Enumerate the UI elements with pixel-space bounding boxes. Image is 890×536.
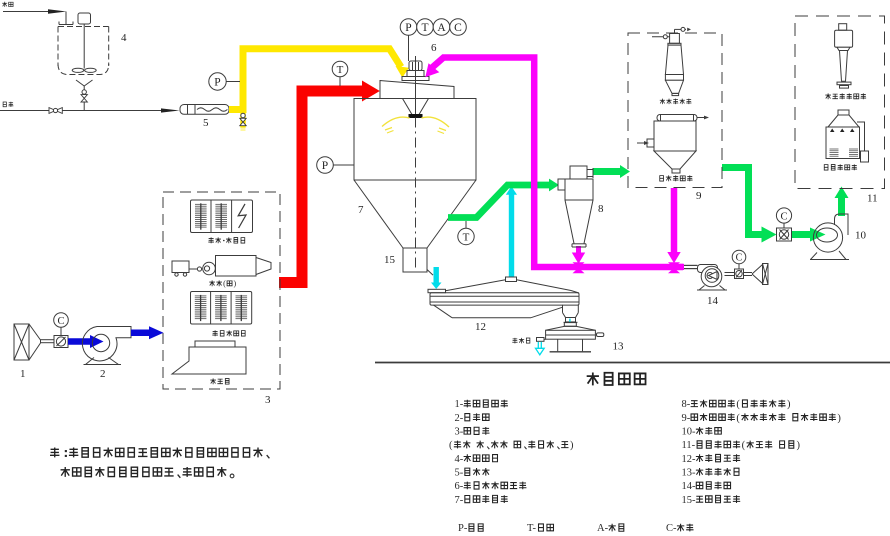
- svg-text:12: 12: [475, 321, 486, 333]
- svg-text:15-: 15-: [682, 495, 697, 506]
- svg-text:11: 11: [867, 193, 878, 205]
- svg-text:): ): [837, 413, 841, 424]
- svg-text:3: 3: [265, 394, 271, 406]
- svg-text:(: (: [736, 413, 740, 424]
- svg-text:11-: 11-: [682, 440, 696, 451]
- svg-text:12-: 12-: [682, 454, 697, 465]
- svg-text:C: C: [780, 211, 787, 222]
- svg-text:C: C: [57, 316, 64, 327]
- svg-text:3-: 3-: [455, 427, 464, 438]
- svg-text:P: P: [214, 77, 220, 89]
- svg-text:(: (: [742, 440, 746, 451]
- svg-text:14: 14: [707, 295, 719, 307]
- svg-text:T-: T-: [527, 523, 536, 534]
- svg-text:6: 6: [431, 42, 437, 54]
- svg-text:8-: 8-: [682, 399, 691, 410]
- svg-text:C: C: [454, 22, 462, 34]
- svg-text:): ): [796, 440, 800, 451]
- svg-text:13-: 13-: [682, 467, 697, 478]
- svg-text:13: 13: [613, 340, 625, 352]
- svg-text:A-: A-: [597, 523, 609, 534]
- svg-text:10: 10: [855, 230, 867, 242]
- svg-text:5: 5: [203, 117, 209, 129]
- svg-text:T: T: [463, 232, 470, 244]
- svg-text:9-: 9-: [682, 413, 691, 424]
- svg-text:5-: 5-: [455, 467, 464, 478]
- svg-text:7: 7: [358, 204, 364, 216]
- svg-text:4-: 4-: [455, 454, 464, 465]
- svg-text:): ): [570, 440, 574, 451]
- svg-text:8: 8: [598, 203, 604, 215]
- svg-text:A: A: [437, 22, 446, 34]
- svg-text:10-: 10-: [682, 427, 697, 438]
- svg-text:7-: 7-: [455, 495, 464, 506]
- svg-text:14-: 14-: [682, 481, 697, 492]
- svg-text:9: 9: [696, 190, 702, 202]
- svg-text:1: 1: [20, 368, 26, 380]
- svg-text:(: (: [449, 440, 453, 451]
- svg-text:2-: 2-: [455, 413, 464, 424]
- svg-text:): ): [787, 399, 791, 410]
- svg-text:4: 4: [121, 32, 127, 44]
- svg-text:P: P: [322, 160, 328, 172]
- svg-text:P-: P-: [458, 523, 468, 534]
- svg-text:1-: 1-: [455, 399, 464, 410]
- svg-text:(: (: [736, 399, 740, 410]
- svg-text:6-: 6-: [455, 481, 464, 492]
- svg-text:2: 2: [100, 368, 106, 380]
- svg-text:C: C: [736, 253, 743, 264]
- svg-text:T: T: [421, 22, 428, 34]
- svg-text:): ): [233, 279, 236, 288]
- svg-text:C-: C-: [666, 523, 677, 534]
- svg-text:(: (: [223, 279, 226, 288]
- svg-text:15: 15: [384, 254, 396, 266]
- svg-text:P: P: [405, 22, 411, 34]
- svg-text:T: T: [337, 64, 344, 76]
